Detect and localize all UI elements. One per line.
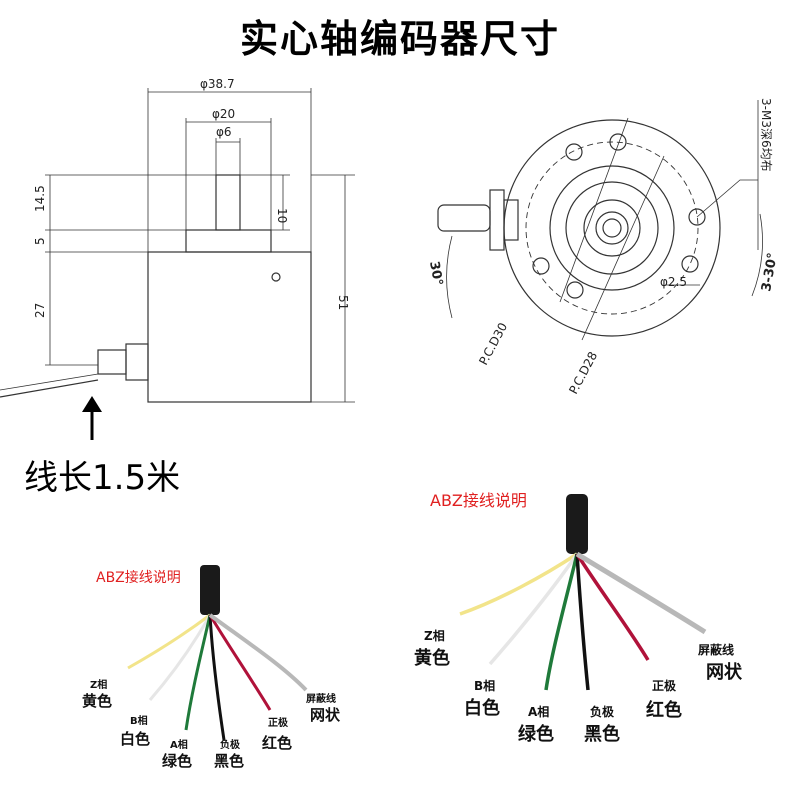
wl-phase-a: A相 [528,704,549,719]
dim-outer-diameter: φ38.7 [200,77,235,91]
wire-white [148,614,212,701]
cable-sheath [200,565,220,615]
encoder-boss [185,229,272,253]
wl-phase-positive: 正极 [652,678,677,693]
wl-color-white: 白色 [464,697,500,719]
wl-color-yellow: 黄色 [414,647,450,669]
dim-hole-diameter: φ2.5 [660,275,687,289]
front-outer-circle [503,119,721,337]
cable-arrow-icon [82,396,102,440]
dim-14-5: 14.5 [33,185,47,212]
side-view [0,88,355,403]
encoder-shaft [215,174,241,231]
dim-screws: 3-M3深6均布 [759,98,773,172]
wl-color-black: 黑色 [584,723,620,745]
ws-color-red: 红色 [262,734,292,752]
wl-phase-b: B相 [474,678,495,693]
dim-shaft-diameter: φ6 [216,125,232,139]
wire-shield [575,551,707,635]
page-title: 实心轴编码器尺寸 [239,17,560,61]
dim-27: 27 [33,303,47,318]
wire-shield [208,613,308,692]
ws-color-black: 黑色 [214,752,244,770]
wl-color-green: 绿色 [518,723,554,745]
ws-color-mesh: 网状 [310,706,341,724]
dim-boss-diameter: φ20 [212,107,235,121]
wiring-large-heading: ABZ接线说明 [430,491,527,510]
wl-color-red: 红色 [646,699,682,721]
cable-length-label: 线长1.5米 [24,458,181,498]
dim-pcd28: P.C.D28 [566,349,600,396]
ws-phase-z: Z相 [90,678,107,691]
dim-51: 51 [336,295,350,310]
ws-color-green: 绿色 [162,752,192,770]
ws-phase-negative: 负极 [220,738,241,751]
wire-yellow [459,552,578,616]
ws-phase-a: A相 [170,738,188,751]
cable-sheath [566,494,588,554]
ws-color-white: 白色 [120,730,150,748]
dim-pcd30: P.C.D30 [476,320,510,367]
wire-red [575,553,650,661]
wl-phase-z: Z相 [424,628,445,643]
dim-angle-3-30: 3-30° [759,252,781,293]
wiring-small-heading: ABZ接线说明 [96,569,181,586]
wl-phase-negative: 负极 [590,704,615,719]
dim-angle-30: 30° [426,260,445,287]
wire-green [544,553,579,691]
wire-black [575,553,590,691]
ws-color-yellow: 黄色 [82,692,112,710]
encoder-body [147,251,312,403]
wire-yellow [127,613,211,670]
wiring-large [459,494,707,691]
wiring-small [127,565,308,741]
wire-green [184,614,212,731]
ws-phase-shield: 屏蔽线 [305,692,336,705]
front-view [437,100,763,341]
wl-color-mesh: 网状 [706,661,743,683]
wire-red [208,614,272,711]
dim-5: 5 [33,237,47,245]
wl-phase-shield: 屏蔽线 [697,642,734,657]
ws-phase-positive: 正极 [268,716,289,729]
ws-phase-b: B相 [130,714,148,727]
dim-shaft-length: 10 [275,208,289,223]
wire-white [488,553,579,666]
wire-black [208,614,226,741]
